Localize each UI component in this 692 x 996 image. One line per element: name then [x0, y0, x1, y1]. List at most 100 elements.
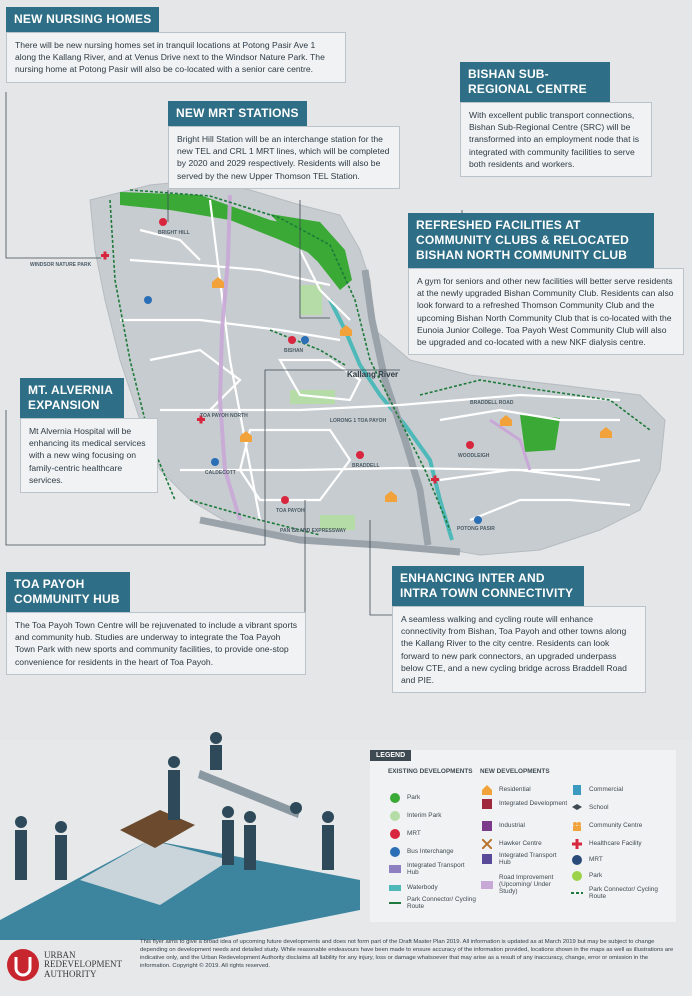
park-kallang: [520, 415, 560, 452]
legend-waterbody: Waterbody: [388, 882, 438, 894]
callout-title: BISHAN SUB-REGIONAL CENTRE: [460, 62, 610, 102]
park-icon: [388, 792, 402, 804]
transport-hub-icon: [388, 863, 402, 875]
office-icon: [570, 784, 584, 796]
legend-mrt: MRT: [388, 828, 421, 840]
mrt-potong: [474, 516, 482, 524]
legend-hawker: Hawker Centre: [480, 838, 542, 850]
label-kallang: Kallang River: [347, 370, 399, 379]
cross-icon: [570, 838, 584, 850]
label-braddell-road: BRADDELL ROAD: [470, 400, 514, 406]
bus-icon: [388, 846, 402, 858]
road-improvement: [217, 194, 242, 521]
water-icon: [388, 882, 402, 894]
label-braddell-stn: BRADDELL: [352, 463, 380, 469]
expressway-cte: [361, 269, 432, 546]
label-toa-north: TOA PAYOH NORTH: [200, 413, 248, 419]
legend-industrial: Industrial: [480, 820, 525, 832]
connector-icon: [388, 897, 402, 909]
healthcare-icons: [101, 251, 439, 484]
legend: LEGEND EXISTING DEVELOPMENTS NEW DEVELOP…: [370, 750, 676, 922]
callout-nursing-homes: NEW NURSING HOMES There will be new nurs…: [6, 7, 346, 83]
mrt-bright-hill: [159, 218, 167, 226]
label-bishan: BISHAN: [284, 348, 304, 354]
road-improvement-2: [489, 418, 532, 471]
park-north: [120, 192, 345, 262]
callout-body: The Toa Payoh Town Centre will be rejuve…: [6, 612, 306, 675]
road-network: [120, 199, 641, 522]
callout-title: MT. ALVERNIA EXPANSION: [20, 378, 124, 418]
legend-commercial: Commercial: [570, 784, 623, 796]
callout-title: NEW MRT STATIONS: [168, 101, 307, 126]
interim-park-icon: [388, 810, 402, 822]
label-bright-hill: BRIGHT HILL: [158, 230, 190, 236]
label-toa-payoh: TOA PAYOH: [276, 508, 305, 514]
tree-icon: [570, 870, 584, 882]
mrt-bishan: [288, 336, 296, 344]
callout-body: A seamless walking and cycling route wil…: [392, 606, 646, 694]
mrt-caldecott: [211, 458, 219, 466]
legend-residential: Residential: [480, 784, 531, 796]
callout-mt-alvernia: MT. ALVERNIA EXPANSION Mt Alvernia Hospi…: [20, 378, 158, 494]
interim-park-1: [300, 285, 322, 315]
callout-title: NEW NURSING HOMES: [6, 7, 160, 32]
people-icon: [570, 820, 584, 832]
logo-line1: URBAN: [44, 949, 76, 960]
building-icon: [480, 798, 494, 810]
park-connectors: [109, 189, 651, 536]
mrt-icon: [570, 854, 584, 866]
legend-new-connector: Park Connector/ Cycling Route: [570, 886, 670, 900]
mrt-stations: [144, 218, 482, 524]
ura-logo-icon: [7, 949, 39, 981]
town-map: [5, 92, 666, 616]
park-bishan: [270, 214, 352, 290]
interim-park-2: [320, 515, 355, 530]
legend-community-centre: Community Centre: [570, 820, 642, 832]
callout-body: Bright Hill Station will be an interchan…: [168, 126, 400, 189]
callout-bishan-src: BISHAN SUB-REGIONAL CENTRE With excellen…: [460, 62, 652, 178]
mrt-woodleigh: [466, 441, 474, 449]
callout-body: There will be new nursing homes set in t…: [6, 32, 346, 83]
callout-body: Mt Alvernia Hospital will be enhancing i…: [20, 418, 158, 494]
callout-toa-payoh-hub: TOA PAYOH COMMUNITY HUB The Toa Payoh To…: [6, 572, 306, 675]
factory-icon: [480, 820, 494, 832]
label-potong: POTONG PASIR: [457, 526, 495, 532]
label-pie: PAN ISLAND EXPRESSWAY: [280, 528, 347, 534]
mrt-icon: [388, 828, 402, 840]
callout-title: TOA PAYOH COMMUNITY HUB: [6, 572, 130, 612]
callout-body: With excellent public transport connecti…: [460, 102, 652, 178]
road-icon: [480, 879, 494, 891]
legend-school: School: [570, 802, 609, 814]
people-illustration: [0, 732, 360, 940]
house-icon: [480, 784, 494, 796]
callout-connectivity: ENHANCING INTER AND INTRA TOWN CONNECTIV…: [392, 566, 646, 694]
legend-interim-park: Interim Park: [388, 810, 441, 822]
legend-park: Park: [388, 792, 420, 804]
dashed-line-icon: [570, 887, 584, 899]
label-woodleigh: WOODLEIGH: [458, 453, 490, 459]
logo-line3: AUTHORITY: [44, 968, 97, 979]
disclaimer: This flyer aims to give a broad idea of …: [140, 939, 674, 969]
callout-title: ENHANCING INTER AND INTRA TOWN CONNECTIV…: [392, 566, 584, 606]
bus-interchange-bishan: [301, 336, 309, 344]
legend-bus-interchange: Bus Interchange: [388, 846, 454, 858]
legend-new-park: Park: [570, 870, 602, 882]
legend-new-mrt: MRT: [570, 854, 603, 866]
legend-existing-title: EXISTING DEVELOPMENTS: [388, 768, 473, 775]
callout-mrt-stations: NEW MRT STATIONS Bright Hill Station wil…: [168, 101, 400, 189]
ura-logo: URBAN REDEVELOPMENT AUTHORITY: [6, 948, 122, 982]
mrt-braddell: [356, 451, 364, 459]
legend-new-transport-hub: Integrated Transport Hub: [480, 852, 570, 866]
legend-integrated-dev: Integrated Development: [480, 798, 570, 810]
map-area: WINDSOR NATURE PARK Kallang River BRADDE…: [5, 7, 684, 694]
legend-park-connector: Park Connector/ Cycling Route: [388, 896, 478, 910]
residential-icons: [212, 277, 612, 502]
label-lorong: LORONG 1 TOA PAYOH: [330, 418, 387, 424]
expressway-pie: [199, 516, 461, 556]
legend-new-title: NEW DEVELOPMENTS: [480, 768, 550, 775]
label-windsor: WINDSOR NATURE PARK: [30, 262, 92, 268]
mrt-toa-payoh: [281, 496, 289, 504]
legend-road-improvement: Road Improvement (Upcoming/ Under Study): [480, 874, 570, 895]
legend-title: LEGEND: [370, 750, 412, 761]
callout-title: REFRESHED FACILITIES AT COMMUNITY CLUBS …: [408, 213, 654, 268]
